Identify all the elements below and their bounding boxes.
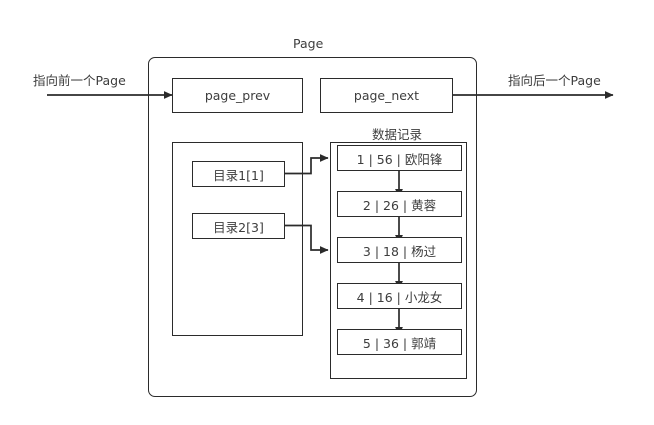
- directory-container: [172, 142, 303, 336]
- record-row-3[interactable]: 3 | 18 | 杨过: [337, 237, 462, 263]
- record-row-2[interactable]: 2 | 26 | 黄蓉: [337, 191, 462, 217]
- page-title: Page: [293, 36, 324, 51]
- next-page-arrow-label: 指向后一个Page: [508, 73, 601, 88]
- prev-page-arrow-label: 指向前一个Page: [33, 73, 126, 88]
- data-records-container: [330, 142, 467, 379]
- directory-item-1[interactable]: 目录1[1]: [192, 161, 285, 187]
- page-prev-box[interactable]: page_prev: [172, 78, 303, 113]
- page-next-box[interactable]: page_next: [320, 78, 453, 113]
- record-row-5[interactable]: 5 | 36 | 郭靖: [337, 329, 462, 355]
- data-records-label: 数据记录: [372, 127, 423, 142]
- page-container: [148, 57, 477, 397]
- record-row-1[interactable]: 1 | 56 | 欧阳锋: [337, 145, 462, 171]
- record-row-4[interactable]: 4 | 16 | 小龙女: [337, 283, 462, 309]
- directory-item-2[interactable]: 目录2[3]: [192, 213, 285, 239]
